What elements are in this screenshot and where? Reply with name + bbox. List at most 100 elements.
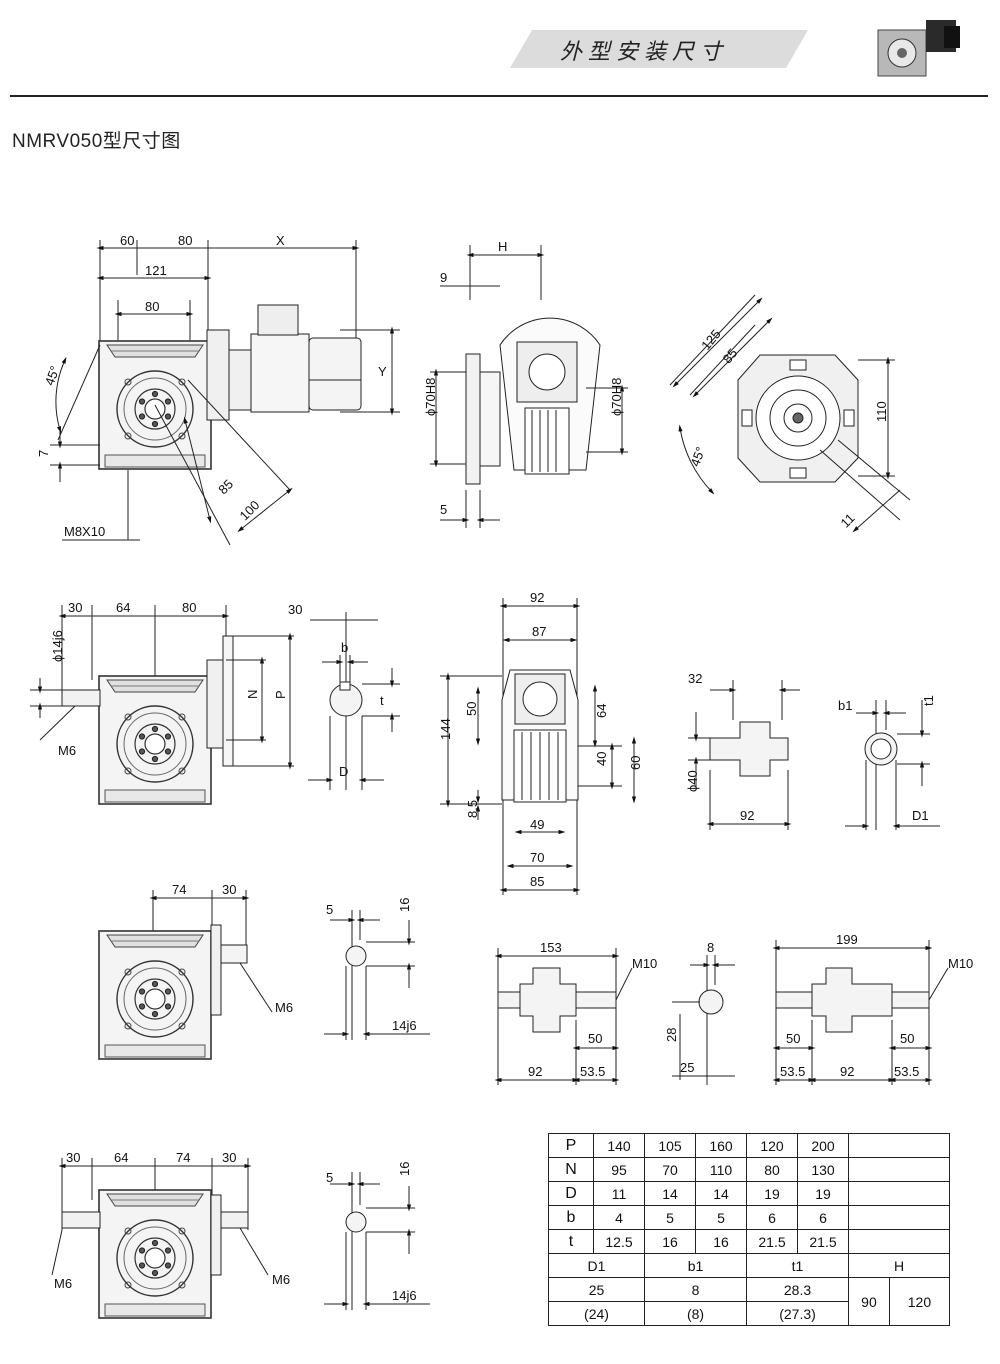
- dim-87: 87: [532, 624, 546, 639]
- header-b1: b1: [644, 1253, 747, 1278]
- dim-16: 16: [397, 898, 412, 912]
- view9-labels: 74 30 M6: [172, 882, 293, 1015]
- dim-50-right: 50: [900, 1031, 914, 1046]
- dim-25: 25: [680, 1060, 694, 1075]
- table-cell: 21.5: [746, 1229, 798, 1254]
- dim-m6: M6: [275, 1000, 293, 1015]
- table-cell: 105: [644, 1133, 696, 1158]
- dim-110: 110: [874, 401, 889, 422]
- dim-m6-right: M6: [272, 1272, 290, 1287]
- dim-9: 9: [440, 270, 447, 285]
- dim-b: b: [341, 640, 348, 655]
- table-row: D1 b1 t1 H: [548, 1253, 950, 1278]
- dim-14j6: 14j6: [392, 1018, 417, 1033]
- table-cell: 16: [695, 1229, 747, 1254]
- view-double-input: [51, 1158, 269, 1318]
- dim-30-left: 30: [66, 1150, 80, 1165]
- dim-5: 5: [326, 902, 333, 917]
- dim-50: 50: [464, 702, 479, 716]
- view-output-flange: [688, 680, 800, 830]
- view14-labels: 30 64 74 30 M6 M6: [54, 1150, 290, 1291]
- dim-m6-left: M6: [54, 1276, 72, 1291]
- table-cell: 19: [746, 1181, 798, 1206]
- view-shaft-detail-c: [324, 1172, 430, 1310]
- dim-m10: M10: [632, 956, 657, 971]
- t1-value: 28.3: [746, 1277, 849, 1302]
- dim-7: 7: [36, 450, 51, 457]
- dim-64: 64: [114, 1150, 128, 1165]
- table-row: 25 8 28.3 90 120: [548, 1277, 951, 1326]
- dim-30: 30: [288, 602, 302, 617]
- table-cell: 130: [797, 1157, 849, 1182]
- table-cell: 5: [695, 1205, 747, 1230]
- dim-80: 80: [145, 299, 159, 314]
- dim-92: 92: [840, 1064, 854, 1079]
- dim-phi70-left: ϕ70H8: [423, 378, 438, 416]
- dim-45: 45°: [42, 364, 63, 388]
- gear-motor-thumbnail-icon: [877, 20, 960, 77]
- dim-49: 49: [530, 817, 544, 832]
- view-output-shaft-single: [494, 948, 633, 1085]
- dim-85: 85: [530, 874, 544, 889]
- table-cell: 4: [593, 1205, 645, 1230]
- dim-phi40: ϕ40: [685, 770, 700, 792]
- h-value-2: 120: [888, 1277, 951, 1326]
- dim-16: 16: [397, 1162, 412, 1176]
- view11-labels: 153 M10 50 92 53.5: [528, 940, 657, 1079]
- table-cell: 6: [797, 1205, 849, 1230]
- table-cell: 200: [797, 1133, 849, 1158]
- dim-50-left: 50: [786, 1031, 800, 1046]
- dim-8-5: 8.5: [465, 800, 480, 818]
- table-cell: 19: [797, 1181, 849, 1206]
- dim-153: 153: [540, 940, 562, 955]
- table-cell: 160: [695, 1133, 747, 1158]
- dim-50: 50: [588, 1031, 602, 1046]
- dim-53-5-left: 53.5: [780, 1064, 805, 1079]
- view-motor-assembly: [50, 240, 400, 546]
- dim-60: 60: [628, 756, 643, 770]
- table-cell: 5: [644, 1205, 696, 1230]
- table-cell: 120: [746, 1133, 798, 1158]
- dim-30: 30: [222, 882, 236, 897]
- empty-cell: [848, 1157, 950, 1182]
- dim-t1: t1: [921, 695, 936, 706]
- b1-value: 8: [644, 1277, 747, 1302]
- dim-80-top: 80: [178, 233, 192, 248]
- header-t1: t1: [746, 1253, 849, 1278]
- dim-64: 64: [594, 704, 609, 718]
- view-front-section: [440, 598, 637, 895]
- header-banner: [510, 30, 808, 68]
- view15-labels: 5 16 14j6: [326, 1162, 417, 1303]
- view13-labels: 199 M10 50 50 53.5 92 53.5: [780, 932, 973, 1079]
- table-cell: 70: [644, 1157, 696, 1182]
- dim-53-5-right: 53.5: [894, 1064, 919, 1079]
- h-value-1: 90: [848, 1277, 890, 1326]
- view-output-shaft-double: [772, 940, 949, 1085]
- dim-phi14: ϕ14j6: [50, 630, 65, 662]
- dim-74: 74: [176, 1150, 190, 1165]
- view-shaft-detail-a: [324, 910, 430, 1040]
- empty-cell: [848, 1133, 950, 1158]
- dim-45: 45°: [687, 445, 708, 469]
- dim-14j6: 14j6: [392, 1288, 417, 1303]
- header-h: H: [848, 1253, 950, 1278]
- view2-labels: H 9 ϕ70H8 ϕ70H8 5: [423, 239, 624, 517]
- view8-labels: b1 t1 D1: [838, 695, 936, 823]
- dim-8: 8: [707, 940, 714, 955]
- header-banner-text: 外型安装尺寸: [560, 40, 729, 65]
- table-cell: 80: [746, 1157, 798, 1182]
- dimension-table-lower: D1 b1 t1 H 25 8 28.3 90 120 (24) (8) (27…: [548, 1253, 951, 1326]
- table-cell: 110: [695, 1157, 747, 1182]
- d1-alt-value: (24): [548, 1301, 645, 1326]
- dim-32: 32: [688, 671, 702, 686]
- dim-28: 28: [664, 1028, 679, 1042]
- dim-t: t: [380, 693, 384, 708]
- table-cell: 11: [593, 1181, 645, 1206]
- dim-125: 125: [698, 327, 723, 353]
- d1-value: 25: [548, 1277, 645, 1302]
